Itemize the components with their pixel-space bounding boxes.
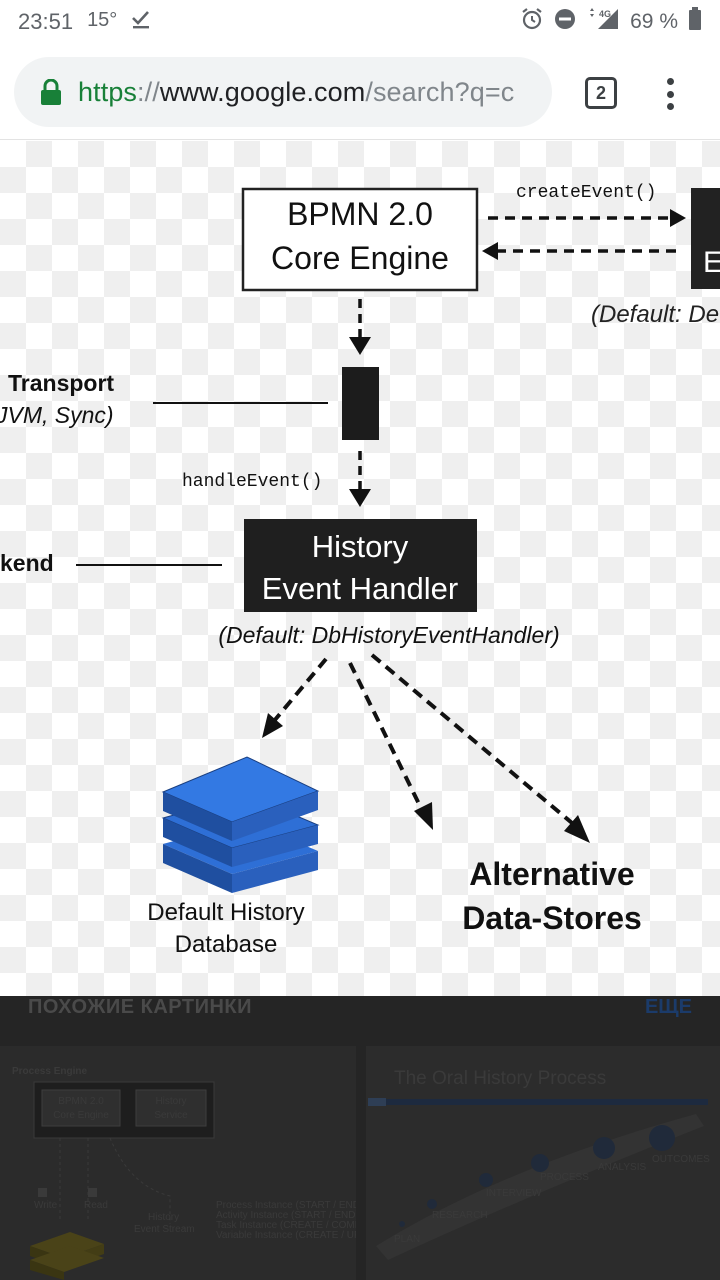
oral-history-step-process: PROCESS [540,1172,589,1183]
thumb-read-label: Read [84,1200,108,1211]
create-event-arrowhead [670,209,686,227]
related-images-title: ПОХОЖИЕ КАРТИНКИ [28,996,252,1018]
url-path: /search?q=c [365,76,515,107]
oral-history-step-research: RESEARCH [432,1210,488,1221]
url-separator: :// [137,76,160,107]
thumb-service-label-1: History [155,1096,186,1107]
thumb-stream-label-1: History [148,1212,179,1223]
signal-icon: 4G [586,7,620,37]
handler-to-store-arrowhead-2 [564,815,590,843]
alternative-stores-label-1: Alternative [469,856,634,892]
transport-to-handler-arrowhead [349,489,371,507]
browser-toolbar: https://www.google.com/search?q=c 2 [0,44,720,140]
handler-to-store-arrowhead-1 [414,802,433,830]
thumb-list-item-1: Process Instance (START / END) [216,1200,356,1211]
handler-default-label: (Default: DbHistoryEventHandler) [218,622,559,648]
related-thumbnail-process-engine[interactable]: Process Engine BPMN 2.0 Core Engine Hist… [0,1046,356,1280]
related-images-section: ПОХОЖИЕ КАРТИНКИ ЕЩЕ Process Engine BPMN… [0,996,720,1280]
oral-history-step-outcomes: OUTCOMES [652,1154,710,1165]
url-host: www.google.com [159,76,366,107]
oral-history-thumbnail-art: PLAN RESEARCH INTERVIEW PROCESS ANALYSIS… [368,1098,710,1260]
related-thumbnail-oral-history[interactable]: The Oral History Process PLAN RESEARCH I… [366,1046,720,1280]
event-producer-label: E [703,246,720,279]
thumb-list-item-4: Variable Instance (CREATE / UPDATE ...) [216,1230,356,1241]
handler-to-store-arrow-2 [370,653,574,825]
handle-event-label: handleEvent() [182,472,322,492]
oral-history-step-interview: INTERVIEW [486,1188,542,1199]
do-not-disturb-icon [554,8,576,36]
battery-icon [688,7,702,37]
history-architecture-diagram: BPMN 2.0 Core Engine createEvent() E (De… [0,183,720,958]
overflow-menu-button[interactable] [660,74,680,114]
alarm-icon [520,7,544,37]
handler-to-store-arrow-1 [348,662,422,807]
download-done-icon [131,9,151,35]
core-engine-box [241,187,479,292]
thumb-service-label-2: Service [154,1110,188,1121]
alternative-stores-label-2: Data-Stores [462,900,642,936]
oral-history-thumb-title: The Oral History Process [394,1068,607,1089]
menu-dot [666,78,674,85]
process-engine-thumbnail-art: Process Engine BPMN 2.0 Core Engine Hist… [12,1066,356,1280]
transport-label-1: Transport [8,370,114,396]
database-label-2: Database [175,931,278,958]
menu-dot [666,103,674,110]
lock-icon [41,79,61,105]
thumb-write-label: Write [34,1200,58,1211]
thumb-core-label-2: Core Engine [53,1110,109,1121]
thumb-stream-label-2: Event Stream [134,1224,195,1235]
status-time: 23:51 [18,9,74,34]
address-bar[interactable]: https://www.google.com/search?q=c [14,57,552,127]
handler-label-2: Event Handler [262,571,458,606]
event-producer-default: (Default: De [591,301,719,328]
thumb-core-label-1: BPMN 2.0 [58,1096,104,1107]
core-engine-label-1: BPMN 2.0 [287,196,433,232]
return-event-arrowhead [482,242,498,260]
network-type-label: 4G [599,9,611,19]
transport-label-2: JVM, Sync) [0,402,114,428]
thumb-engine-label: Process Engine [12,1066,87,1077]
status-bar: 23:51 15° 4G 69 % [0,0,720,44]
thumb-list-item-2: Activity Instance (START / END) [216,1210,356,1221]
more-images-link[interactable]: ЕЩЕ [644,996,692,1018]
event-producer-box [691,188,720,289]
url-scheme: https [78,76,138,107]
thumb-list-item-3: Task Instance (CREATE / COMPLETE ...) [216,1220,356,1231]
history-event-handler-box [244,519,477,612]
oral-history-step-plan: PLAN [394,1234,420,1245]
oral-history-step-analysis: ANALYSIS [598,1162,646,1173]
url-text[interactable]: https://www.google.com/search?q=c [78,77,514,108]
image-preview[interactable]: BPMN 2.0 Core Engine createEvent() E (De… [0,141,720,996]
battery-percent: 69 % [630,10,678,33]
core-engine-label-2: Core Engine [271,240,449,276]
handler-to-database-arrowhead [262,713,283,738]
transport-block [342,367,379,440]
database-stack-icon [161,756,320,893]
core-to-transport-arrowhead [349,337,371,355]
database-label-1: Default History [147,899,304,926]
backend-label: kend [0,550,54,576]
handler-label-1: History [312,529,409,564]
handler-to-database-arrow [272,657,328,723]
menu-dot [666,90,674,98]
tab-switcher-button[interactable]: 2 [585,77,617,109]
status-temperature: 15° [87,8,118,31]
create-event-label: createEvent() [516,183,656,203]
